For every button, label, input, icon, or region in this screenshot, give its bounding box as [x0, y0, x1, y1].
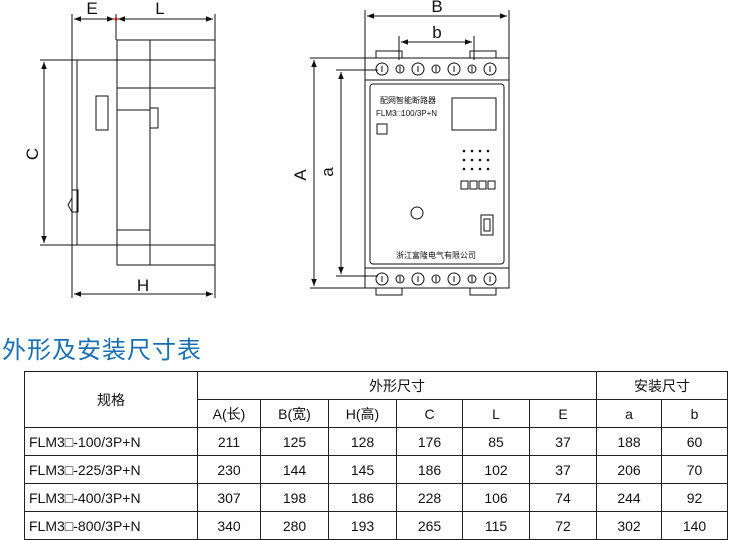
- value-cell: 186: [396, 455, 463, 484]
- value-cell: 340: [197, 511, 261, 540]
- value-cell: 198: [260, 483, 329, 512]
- value-cell: 244: [596, 483, 662, 512]
- terminal-screw-icon: [431, 64, 441, 74]
- dim-label-a: a: [318, 167, 337, 177]
- sub-header: L: [462, 399, 530, 428]
- model-cell: FLM3□-100/3P+N: [24, 427, 198, 456]
- value-cell: 188: [596, 427, 662, 456]
- model-cell: FLM3□-800/3P+N: [24, 511, 198, 540]
- sub-header: C: [396, 399, 463, 428]
- dim-label-C: C: [23, 148, 42, 160]
- value-cell: 186: [328, 483, 397, 512]
- sub-header: E: [529, 399, 597, 428]
- terminal-screw-icon: [467, 64, 477, 74]
- spec-header: 规格: [24, 371, 198, 428]
- value-cell: 176: [396, 427, 463, 456]
- front-view-drawing: 配网智能断路器 FLM3□100/3P+N 浙江富隆电气有限公司 B b A a: [291, 0, 510, 296]
- value-cell: 145: [328, 455, 397, 484]
- dim-label-B: B: [431, 0, 442, 16]
- sub-header: a: [596, 399, 662, 428]
- terminal-screw-icon: [447, 272, 461, 286]
- value-cell: 74: [529, 483, 597, 512]
- outline-header: 外形尺寸: [197, 371, 597, 400]
- value-cell: 228: [396, 483, 463, 512]
- dim-label-L: L: [155, 0, 164, 18]
- table-row: FLM3□-100/3P+N 211 125 128 176 85 37 188…: [24, 427, 728, 456]
- table-row: FLM3□-800/3P+N 340 280 193 265 115 72 30…: [24, 511, 728, 540]
- panel-company: 浙江富隆电气有限公司: [396, 250, 476, 260]
- terminal-screw-icon: [467, 274, 477, 284]
- value-cell: 37: [529, 455, 597, 484]
- dim-label-A: A: [291, 169, 310, 181]
- value-cell: 92: [661, 483, 728, 512]
- table-row: FLM3□-225/3P+N 230 144 145 186 102 37 20…: [24, 455, 728, 484]
- table-row: FLM3□-400/3P+N 307 198 186 228 106 74 24…: [24, 483, 728, 512]
- value-cell: 193: [328, 511, 397, 540]
- value-cell: 307: [197, 483, 261, 512]
- value-cell: 206: [596, 455, 662, 484]
- model-cell: FLM3□-400/3P+N: [24, 483, 198, 512]
- terminal-screw-icon: [411, 62, 425, 76]
- install-header: 安装尺寸: [596, 371, 728, 400]
- value-cell: 102: [462, 455, 530, 484]
- sub-header: B(宽): [260, 399, 329, 428]
- panel-title: 配网智能断路器: [380, 95, 436, 105]
- value-cell: 144: [260, 455, 329, 484]
- terminal-screw-icon: [483, 62, 497, 76]
- value-cell: 128: [328, 427, 397, 456]
- value-cell: 125: [260, 427, 329, 456]
- value-cell: 72: [529, 511, 597, 540]
- panel-model: FLM3□100/3P+N: [376, 109, 437, 118]
- value-cell: 115: [462, 511, 530, 540]
- terminal-screw-icon: [447, 62, 461, 76]
- dim-label-b: b: [432, 23, 441, 42]
- value-cell: 70: [661, 455, 728, 484]
- sub-header: b: [661, 399, 728, 428]
- dimension-table: 规格 外形尺寸 安装尺寸 A(长) B(宽) H(高) C L E a b FL…: [24, 371, 728, 540]
- terminal-screw-icon: [375, 62, 389, 76]
- terminal-screw-icon: [411, 272, 425, 286]
- section-title: 外形及安装尺寸表: [2, 336, 202, 364]
- sub-header: H(高): [328, 399, 397, 428]
- terminal-screw-icon: [395, 64, 405, 74]
- value-cell: 302: [596, 511, 662, 540]
- value-cell: 211: [197, 427, 261, 456]
- value-cell: 106: [462, 483, 530, 512]
- value-cell: 280: [260, 511, 329, 540]
- terminal-screw-icon: [375, 272, 389, 286]
- terminal-screw-icon: [395, 274, 405, 284]
- dim-label-E: E: [86, 0, 97, 18]
- value-cell: 85: [462, 427, 530, 456]
- dim-label-H: H: [137, 276, 149, 295]
- value-cell: 37: [529, 427, 597, 456]
- side-view-drawing: E L C H: [23, 0, 216, 298]
- value-cell: 265: [396, 511, 463, 540]
- value-cell: 140: [661, 511, 728, 540]
- sub-header: A(长): [197, 399, 261, 428]
- terminal-screw-icon: [483, 272, 497, 286]
- value-cell: 230: [197, 455, 261, 484]
- model-cell: FLM3□-225/3P+N: [24, 455, 198, 484]
- value-cell: 60: [661, 427, 728, 456]
- terminal-screw-icon: [431, 274, 441, 284]
